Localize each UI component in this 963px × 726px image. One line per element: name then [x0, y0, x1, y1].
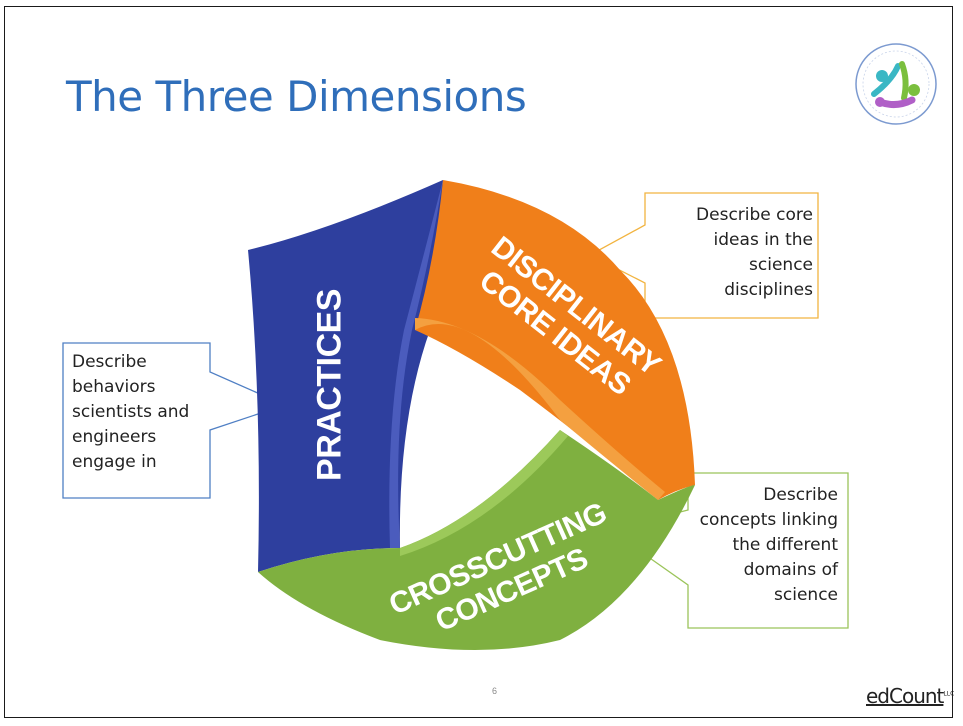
practices-callout-line: scientists and	[72, 402, 190, 422]
edcount-logo-text: edCount	[866, 684, 944, 708]
crosscutting-callout-line: domains of	[743, 560, 838, 580]
dci-band-inner-edge	[415, 318, 665, 500]
slide-title: The Three Dimensions	[66, 72, 527, 121]
crosscutting-band-inner-edge	[400, 430, 568, 556]
practices-callout-line: Describe	[72, 352, 147, 372]
page-number: 6	[492, 686, 498, 696]
dci-band	[415, 180, 695, 500]
dci-callout-line: disciplines	[724, 280, 813, 300]
crosscutting-callout-line: concepts linking	[699, 510, 838, 530]
practices-callout-text: Describe behaviors scientists and engine…	[72, 350, 222, 475]
edcount-logo-suffix: LLC	[943, 690, 955, 698]
crosscutting-callout-line: science	[774, 585, 838, 605]
practices-band-inner-edge	[389, 180, 443, 548]
dci-callout-text: Describe core ideas in the science disci…	[645, 203, 813, 303]
circle-logo-icon	[855, 43, 937, 125]
practices-callout-line: behaviors	[72, 377, 156, 397]
crosscutting-callout-text: Describe concepts linking the different …	[688, 483, 838, 608]
dci-callout-line: ideas in the	[713, 230, 813, 250]
dci-callout-line: Describe core	[696, 205, 813, 225]
practices-label-text: PRACTICES	[310, 289, 349, 481]
practices-callout-box	[62, 342, 287, 499]
crosscutting-callout-line: Describe	[763, 485, 838, 505]
dci-callout-line: science	[749, 255, 813, 275]
crosscutting-band	[258, 430, 695, 650]
edcount-logo: edCountLLC	[866, 684, 954, 708]
practices-callout-line: engage in	[72, 452, 157, 472]
practices-callout-line: engineers	[72, 427, 157, 447]
crosscutting-callout-line: the different	[732, 535, 838, 555]
